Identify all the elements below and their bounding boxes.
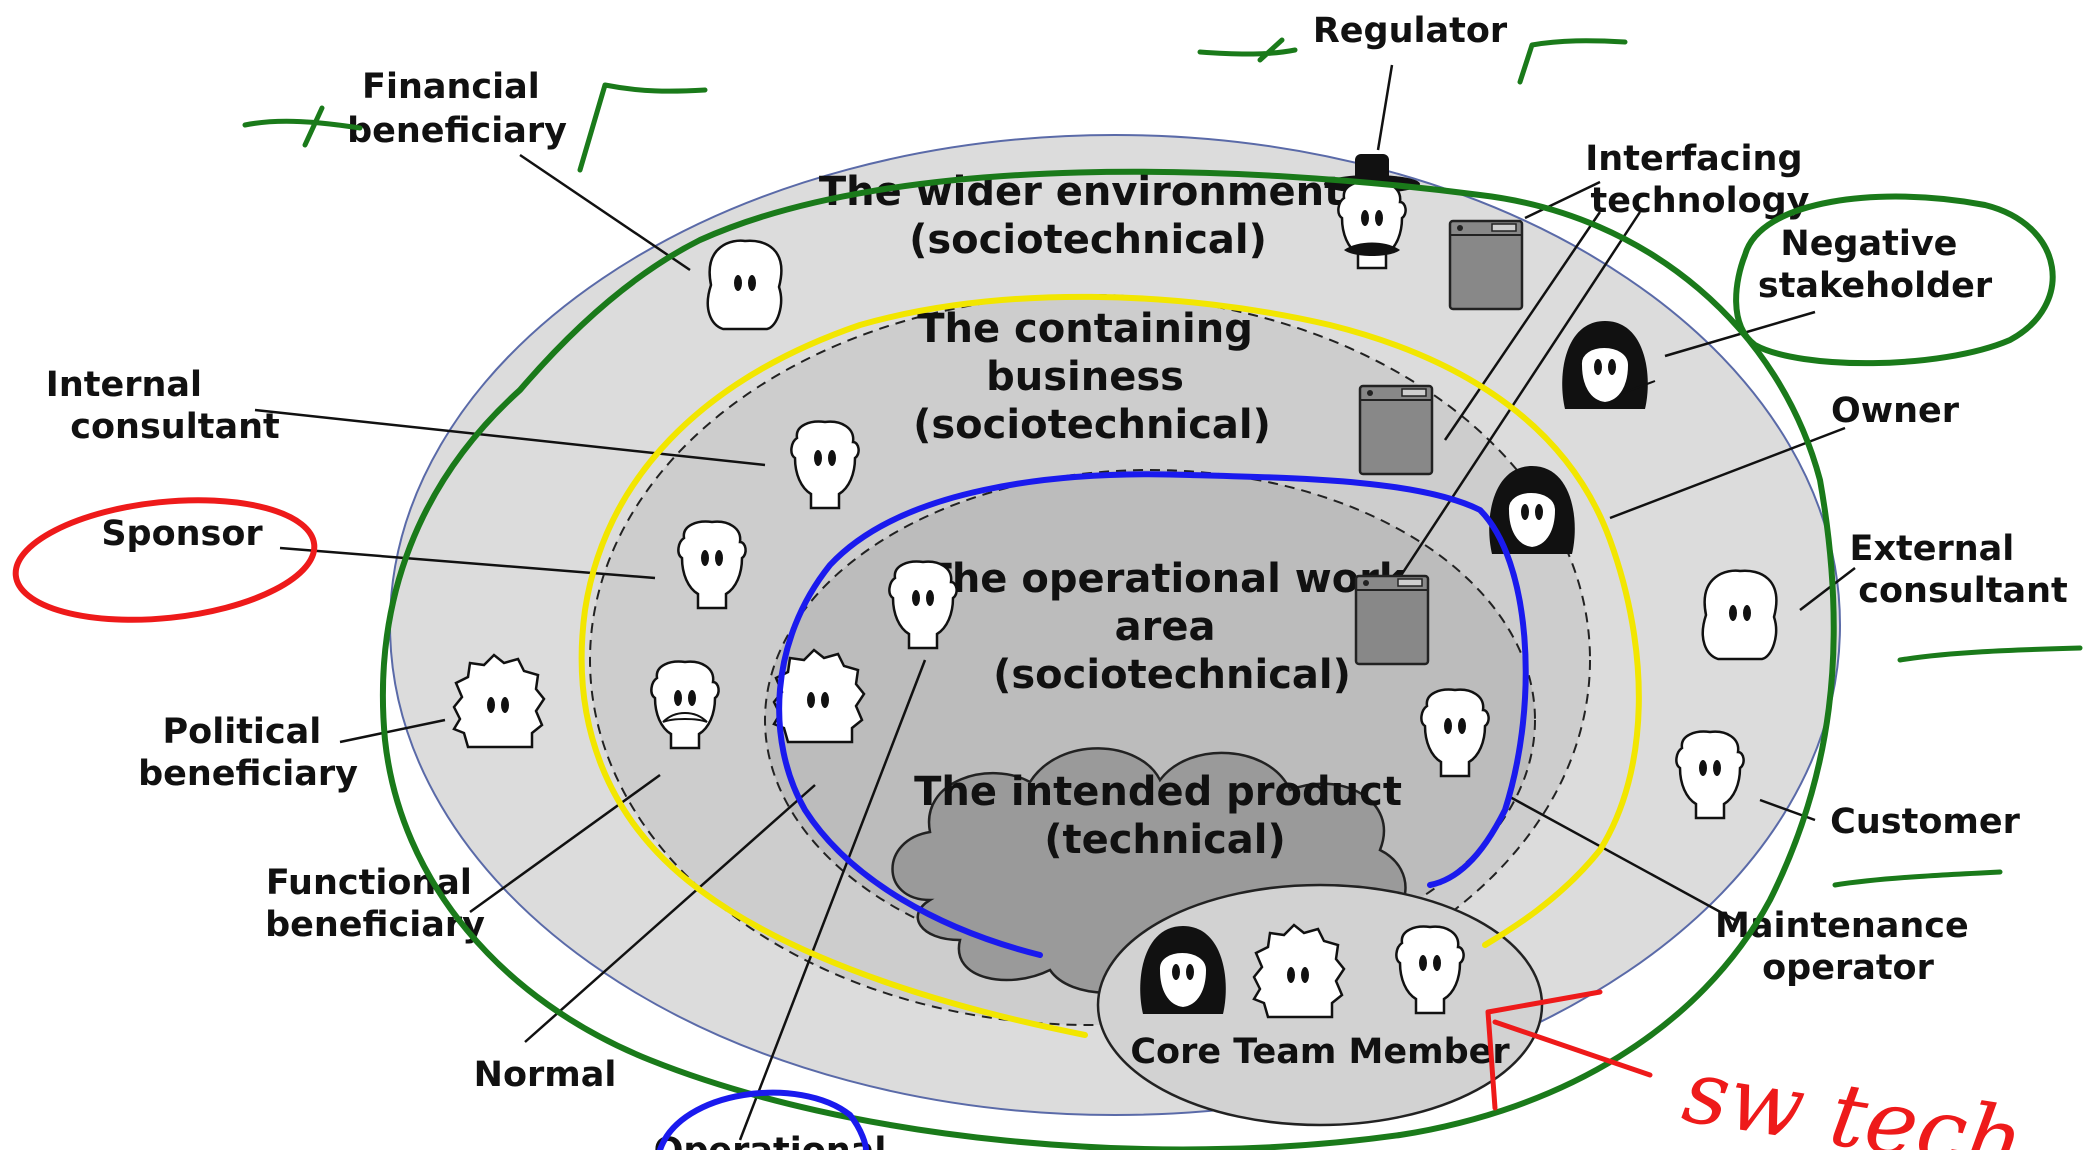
green-negative-stakeholder-circle xyxy=(1733,193,2056,367)
leader-lines xyxy=(254,64,1856,1141)
core-team-member-label: Core Team Member xyxy=(1130,1032,1510,1072)
red-arrow-annotation xyxy=(1485,989,1653,1111)
green-check-marks xyxy=(242,37,2083,888)
financial-beneficiary-label: Financial beneficiary xyxy=(347,67,567,151)
internal-consultant-label: Internal consultant xyxy=(46,365,280,447)
operational-label-cut: Operational xyxy=(654,1131,887,1150)
negative-stakeholder-figure xyxy=(1561,320,1656,410)
functional-beneficiary-label: Functional beneficiary xyxy=(265,863,485,945)
interfacing-technology-device-3 xyxy=(1354,574,1430,666)
blue-operational-area-loop xyxy=(776,471,1529,958)
interfacing-technology-label: Interfacing technology xyxy=(1585,139,1814,221)
external-consultant-label: External consultant xyxy=(1850,529,2068,611)
functional-beneficiary-figure xyxy=(650,660,720,750)
maintenance-operator-label: Maintenance operator xyxy=(1715,906,1981,988)
intended-product-label: The intended product (technical) xyxy=(914,769,1416,863)
financial-beneficiary-figure xyxy=(706,239,783,331)
operational-work-area-label: The operational work area (sociotechnica… xyxy=(925,556,1420,698)
yellow-containing-business-loop xyxy=(578,293,1642,1038)
regulator-label: Regulator xyxy=(1313,11,1508,51)
external-consultant-figure xyxy=(1701,569,1778,661)
containing-business-label: The containing business (sociotechnical) xyxy=(913,306,1271,448)
normal-label: Normal xyxy=(474,1055,617,1095)
blue-operational-label-circle xyxy=(657,1089,869,1150)
owner-label: Owner xyxy=(1831,391,1960,431)
sponsor-label: Sponsor xyxy=(101,514,263,554)
handwritten-sw-tech-note: sw tech xyxy=(1677,1039,2031,1150)
negative-stakeholder-label: Negative stakeholder xyxy=(1758,224,1993,306)
customer-label: Customer xyxy=(1830,802,2020,842)
political-beneficiary-label: Political beneficiary xyxy=(138,712,358,794)
red-sponsor-circle xyxy=(12,497,318,623)
interfacing-technology-device-1 xyxy=(1448,219,1524,311)
green-wider-environment-loop xyxy=(379,168,1837,1150)
wider-environment-label: The wider environment (sociotechnical) xyxy=(819,169,1357,263)
interfacing-technology-device-2 xyxy=(1358,384,1434,476)
